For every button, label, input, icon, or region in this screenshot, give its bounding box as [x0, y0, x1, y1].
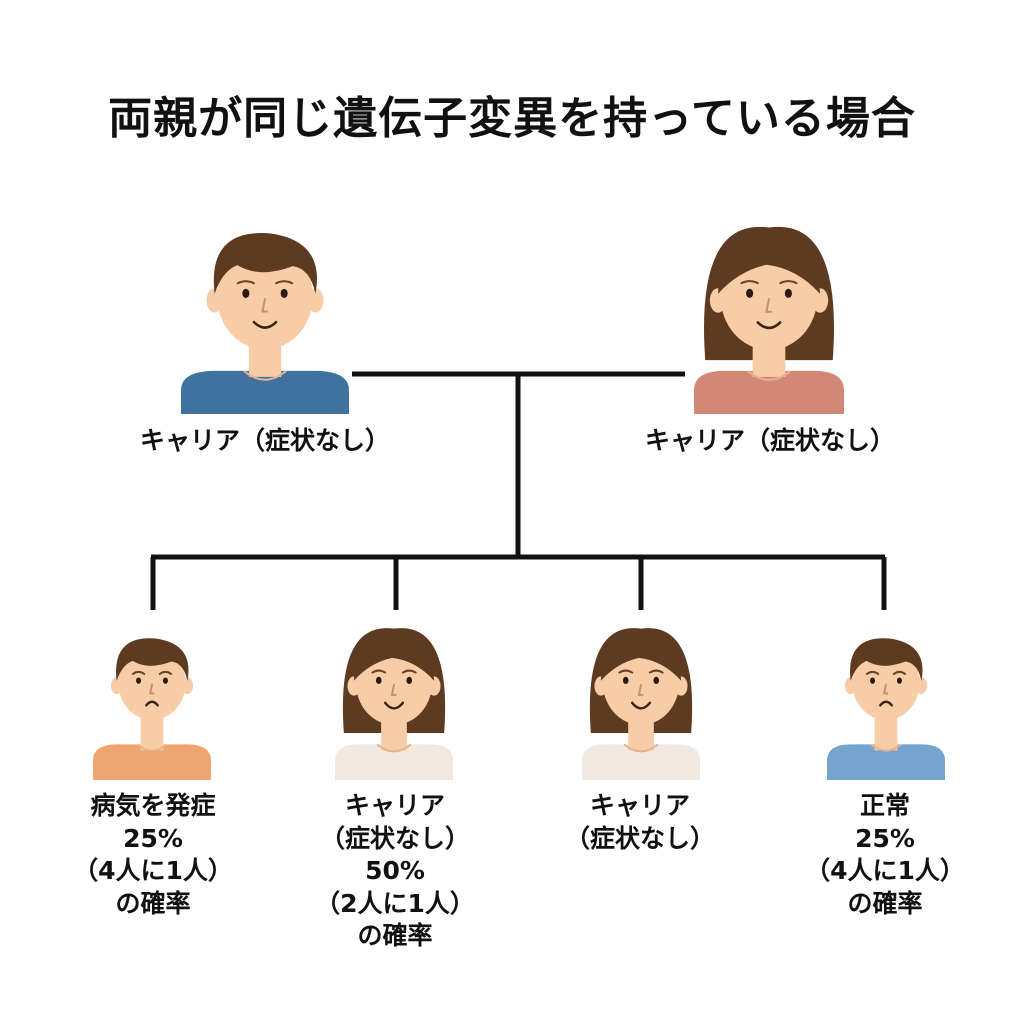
- child-2-avatar: [335, 628, 453, 780]
- collar-line: [136, 743, 168, 752]
- page-title: 両親が同じ遺伝子変異を持っている場合: [108, 93, 916, 144]
- face: [118, 645, 186, 720]
- mother-avatar: [694, 226, 844, 414]
- left-eye: [375, 676, 382, 685]
- child-1-ratio: （4人に1人）: [73, 856, 233, 885]
- mother-status: キャリア（症状なし）: [644, 426, 895, 455]
- child-2-suffix: の確率: [357, 921, 433, 950]
- child-1-label: 病気を発症 25% （4人に1人） の確率: [43, 790, 263, 920]
- nose: [637, 683, 644, 696]
- father-status: キャリア（症状なし）: [139, 426, 390, 455]
- hair-front: [600, 638, 682, 681]
- child-1-avatar: [93, 638, 211, 780]
- collar-line: [623, 743, 659, 753]
- child-4-status: 正常: [859, 791, 910, 820]
- right-eye: [162, 677, 168, 684]
- left-eye: [622, 676, 629, 685]
- left-eye: [242, 288, 250, 298]
- mother-label: キャリア（症状なし）: [615, 425, 925, 458]
- child-1-suffix: の確率: [115, 888, 191, 918]
- mouth: [630, 701, 652, 710]
- father-label: キャリア（症状なし）: [110, 425, 420, 458]
- mouth: [879, 700, 893, 707]
- collar-line: [376, 743, 412, 753]
- collar-line: [243, 370, 287, 381]
- child-2-percent: 50%: [365, 856, 425, 885]
- shirt: [93, 744, 211, 780]
- child-2-status: キャリア: [344, 791, 445, 820]
- shirt: [827, 744, 945, 780]
- mouth: [252, 320, 278, 329]
- hair-front: [353, 638, 435, 681]
- child-2-note: （症状なし）: [319, 823, 470, 853]
- shirt: [694, 370, 844, 414]
- right-eye: [784, 288, 792, 298]
- child-4-suffix: の確率: [847, 888, 923, 918]
- nose: [390, 683, 397, 696]
- left-eyebrow: [865, 670, 880, 675]
- nose: [883, 683, 889, 695]
- hair: [850, 638, 923, 682]
- mouth: [756, 321, 782, 330]
- father-avatar: [181, 233, 349, 414]
- child-4-avatar: [827, 638, 945, 780]
- right-eye: [280, 288, 288, 298]
- child-1-percent: 25%: [123, 823, 183, 853]
- right-eyebrow: [779, 280, 798, 285]
- hair: [213, 233, 317, 294]
- child-3-status: キャリア: [589, 791, 690, 820]
- right-eyebrow: [158, 670, 173, 675]
- mouth: [383, 701, 405, 710]
- face: [217, 243, 313, 350]
- child-3-note: （症状なし）: [564, 823, 715, 853]
- shirt: [582, 744, 700, 780]
- shirt: [181, 370, 349, 414]
- left-eyebrow: [618, 669, 634, 674]
- child-4-label: 正常 25% （4人に1人） の確率: [775, 790, 995, 920]
- shirt: [335, 744, 453, 780]
- nose: [261, 297, 269, 313]
- left-eye: [870, 677, 876, 684]
- right-eyebrow: [275, 280, 294, 285]
- left-eye: [136, 677, 142, 684]
- child-4-ratio: （4人に1人）: [805, 856, 965, 885]
- child-4-percent: 25%: [855, 823, 915, 853]
- right-eyebrow: [648, 669, 664, 674]
- right-eye: [896, 677, 902, 684]
- hair: [116, 638, 189, 682]
- left-eyebrow: [131, 670, 146, 675]
- left-eyebrow: [371, 669, 387, 674]
- hair-front: [718, 240, 820, 294]
- right-eye: [653, 676, 660, 685]
- face: [852, 645, 920, 720]
- left-eyebrow: [236, 280, 255, 285]
- child-2-label: キャリア （症状なし） 50% （2人に1人） の確率: [285, 790, 505, 953]
- left-eyebrow: [740, 280, 759, 285]
- child-3-label: キャリア （症状なし）: [530, 790, 750, 855]
- collar-line: [870, 743, 902, 752]
- nose: [149, 683, 155, 695]
- nose: [765, 297, 773, 313]
- child-3-avatar: [582, 628, 700, 780]
- right-eyebrow: [892, 670, 907, 675]
- collar-line: [746, 370, 792, 381]
- mouth: [145, 700, 159, 707]
- child-1-status: 病気を発症: [90, 791, 216, 820]
- right-eyebrow: [401, 669, 417, 674]
- left-eye: [746, 288, 754, 298]
- child-2-ratio: （2人に1人）: [315, 888, 475, 918]
- right-eye: [406, 676, 413, 685]
